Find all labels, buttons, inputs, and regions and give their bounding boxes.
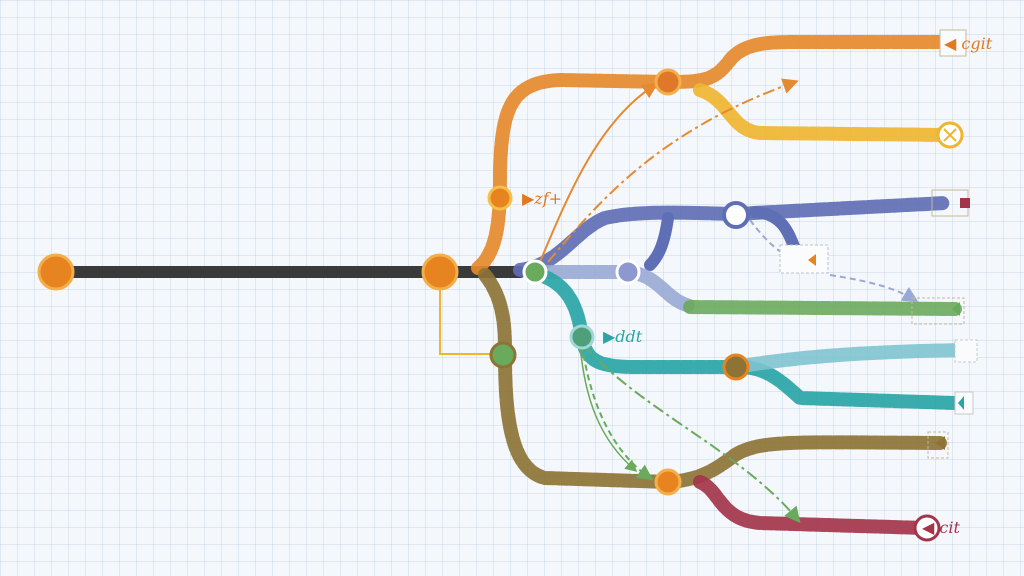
branch-green (683, 300, 962, 316)
arrow-blue-1 (829, 274, 919, 303)
end-olive-arrow (935, 436, 945, 450)
node-olive-split[interactable] (654, 468, 682, 496)
arrow-orange-2 (547, 78, 799, 263)
node-teal[interactable] (569, 324, 595, 350)
node-teal-split[interactable] (722, 353, 750, 381)
node-root[interactable] (37, 253, 75, 291)
branch-teal (533, 268, 962, 410)
branch-lightteal (729, 343, 972, 374)
label-teal-branch: ▶ddt (603, 327, 643, 346)
connector-trunk-olive (439, 272, 500, 355)
arrow-green-2 (583, 344, 801, 524)
end-blue-square (960, 198, 970, 208)
end-lightteal-box[interactable] (954, 339, 978, 363)
branch-red (693, 475, 932, 535)
branch-yellow (693, 83, 957, 142)
node-lightblue[interactable] (615, 259, 641, 285)
node-orange-top[interactable] (654, 68, 682, 96)
label-red-end: ◀ cit (922, 518, 960, 537)
end-blue-tail-box[interactable] (779, 244, 829, 274)
end-green-arrow (952, 302, 960, 316)
label-top-end: ◀ cgit (944, 34, 993, 53)
end-blue-tail-arrow (808, 254, 816, 266)
arrow-green-3 (579, 344, 638, 472)
node-orange-branch[interactable] (487, 185, 513, 211)
arrow-orange-1 (539, 82, 659, 263)
node-olive[interactable] (489, 341, 517, 369)
end-teal-arrow (958, 396, 964, 410)
label-orange-branch: ▶zf+ (522, 189, 562, 208)
end-top-box[interactable] (939, 29, 967, 57)
node-blue[interactable] (722, 201, 750, 229)
end-red-icon[interactable] (913, 514, 941, 542)
node-green-split[interactable] (522, 259, 548, 285)
end-green-box[interactable] (911, 297, 965, 325)
node-trunk[interactable] (421, 253, 459, 291)
branch-blue-drop (644, 212, 674, 271)
end-olive-box[interactable] (927, 431, 949, 459)
branch-orange (471, 35, 957, 275)
end-yellow-cross (943, 128, 957, 142)
